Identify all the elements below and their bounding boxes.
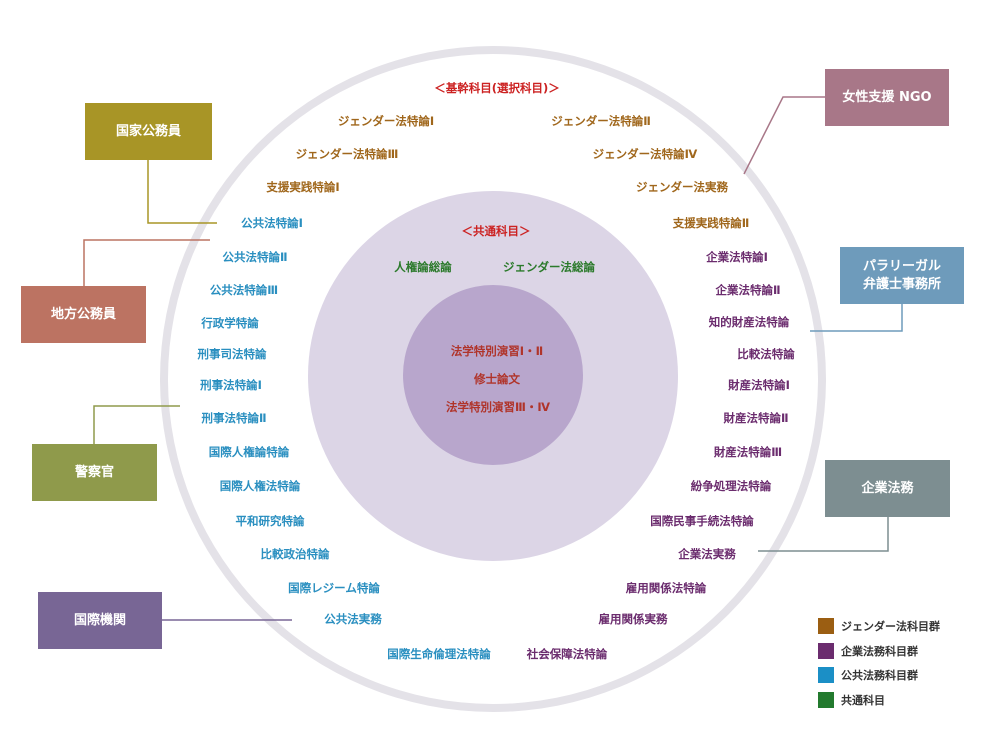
public-subject: 刑事司法特論 <box>198 347 267 361</box>
legend-label: ジェンダー法科目群 <box>841 620 940 634</box>
connector-corp-legal <box>758 517 889 552</box>
corporate-subject: 雇用関係実務 <box>599 612 668 626</box>
public-subject: 公共法特論Ⅰ <box>241 216 303 230</box>
common-heading: ＜共通科目＞ <box>462 224 531 238</box>
gender-subject: ジェンダー法特論Ⅲ <box>296 147 399 161</box>
public-subject: 国際レジーム特論 <box>288 581 380 595</box>
core-subject: 法学特別演習Ⅰ・Ⅱ <box>451 344 543 358</box>
legend: ジェンダー法科目群 企業法務科目群 公共法務科目群 共通科目 <box>818 614 940 712</box>
corporate-subject: 雇用関係法特論 <box>626 581 707 595</box>
public-subject: 行政学特論 <box>200 316 259 330</box>
gender-subject: ジェンダー法特論Ⅰ <box>338 114 434 128</box>
public-subject: 比較政治特論 <box>261 547 330 561</box>
career-corporate-legal: 企業法務 <box>825 460 950 517</box>
connector-national-gov <box>147 160 217 224</box>
gender-subject: ジェンダー法実務 <box>636 180 728 194</box>
core-subject: 法学特別演習Ⅲ・Ⅳ <box>446 400 550 414</box>
connector-ngo <box>743 96 825 175</box>
public-subject: 公共法特論Ⅱ <box>222 250 287 264</box>
public-subject: 平和研究特論 <box>236 514 305 528</box>
corporate-subject: 国際民事手続法特論 <box>650 514 754 528</box>
public-subject: 刑事法特論Ⅱ <box>201 411 266 425</box>
public-subject: 刑事法特論Ⅰ <box>200 378 262 392</box>
career-local-gov: 地方公務員 <box>21 286 146 343</box>
public-subject: 国際生命倫理法特論 <box>387 647 491 661</box>
corporate-subject: 企業法特論Ⅱ <box>714 283 780 297</box>
core-circle <box>403 285 583 465</box>
corporate-subject: 企業法実務 <box>677 547 736 561</box>
core-subject: 修士論文 <box>473 372 520 386</box>
career-paralegal: パラリーガル 弁護士事務所 <box>840 247 964 304</box>
corporate-subject: 知的財産法特論 <box>708 315 790 329</box>
gender-subject: 支援実践特論Ⅱ <box>672 216 750 230</box>
legend-item-corporate: 企業法務科目群 <box>818 639 940 664</box>
common-subject: 人権論総論 <box>394 260 452 274</box>
career-womens-ngo: 女性支援 NGO <box>825 69 949 126</box>
connector-paralegal <box>810 304 903 332</box>
career-intl-org: 国際機関 <box>38 592 162 649</box>
career-national-gov: 国家公務員 <box>85 103 212 160</box>
legend-item-public: 公共法務科目群 <box>818 663 940 688</box>
corporate-subject: 社会保障法特論 <box>526 647 608 661</box>
legend-label: 公共法務科目群 <box>841 669 918 683</box>
common-subject: ジェンダー法総論 <box>503 260 595 274</box>
corporate-subject: 比較法特論 <box>737 347 795 361</box>
legend-label: 共通科目 <box>841 693 885 707</box>
public-subject: 国際人権法特論 <box>220 479 301 493</box>
legend-item-common: 共通科目 <box>818 688 940 713</box>
public-subject: 公共法実務 <box>324 612 382 626</box>
corporate-subject: 紛争処理法特論 <box>691 479 772 493</box>
legend-label: 企業法務科目群 <box>841 644 918 658</box>
corporate-subject: 財産法特論Ⅱ <box>722 411 788 425</box>
elective-heading: ＜基幹科目(選択科目)＞ <box>434 81 560 95</box>
gender-subject: ジェンダー法特論Ⅱ <box>551 114 651 128</box>
gender-subject: 支援実践特論Ⅰ <box>265 180 339 194</box>
legend-swatch <box>818 691 834 708</box>
public-subject: 国際人権論特論 <box>209 445 290 459</box>
connector-local-gov <box>83 239 210 286</box>
gender-subject: ジェンダー法特論Ⅳ <box>593 147 698 161</box>
career-police: 警察官 <box>32 444 157 501</box>
corporate-subject: 企業法特論Ⅰ <box>705 250 768 264</box>
connector-police <box>93 405 180 444</box>
connector-lines <box>83 96 903 621</box>
legend-swatch <box>818 667 834 684</box>
legend-swatch <box>818 618 834 635</box>
corporate-subject: 財産法特論Ⅲ <box>713 445 782 459</box>
legend-swatch <box>818 642 834 659</box>
public-subject: 公共法特論Ⅲ <box>210 283 278 297</box>
corporate-subject: 財産法特論Ⅰ <box>727 378 790 392</box>
legend-item-gender: ジェンダー法科目群 <box>818 614 940 639</box>
